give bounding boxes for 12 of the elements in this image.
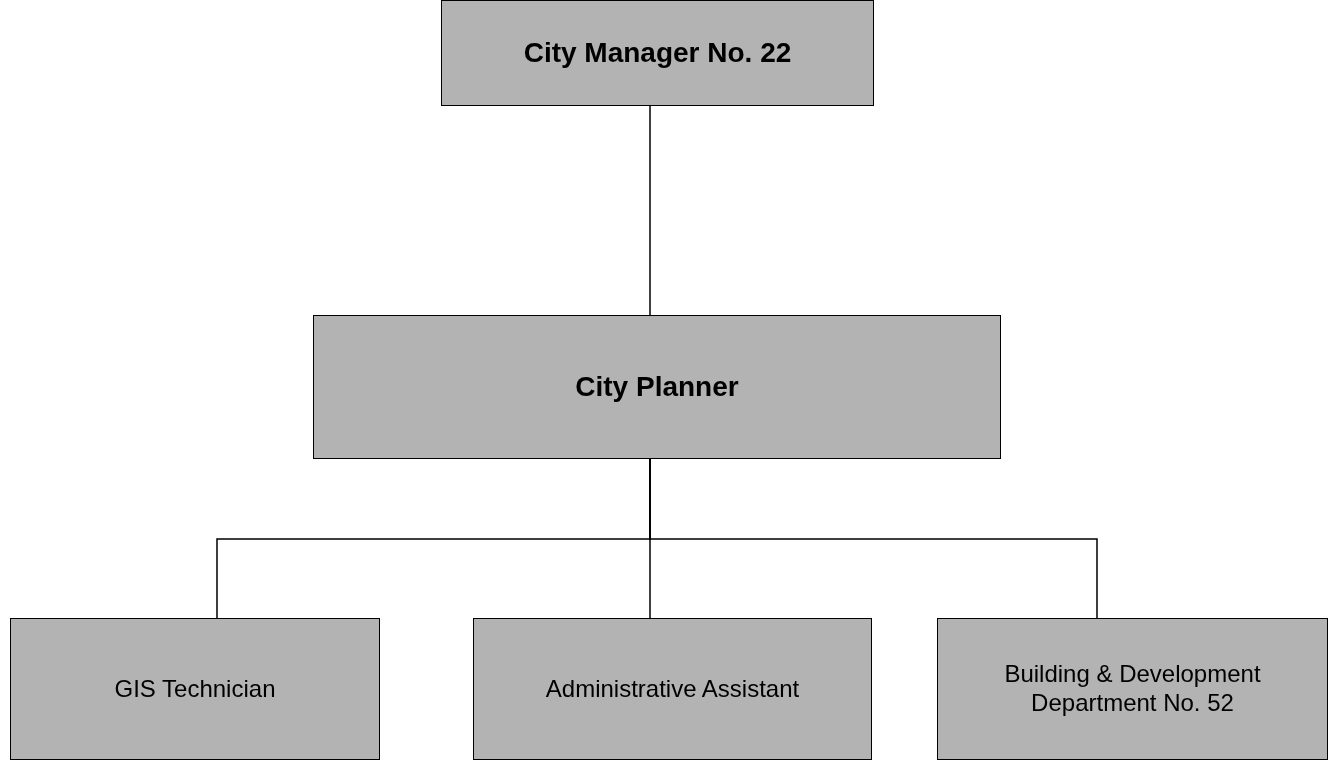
position-box bbox=[313, 315, 1001, 459]
position-title: City Planner bbox=[575, 370, 739, 404]
connector-line bbox=[649, 458, 1098, 619]
position-box bbox=[473, 618, 872, 760]
position-title: Administrative Assistant bbox=[545, 674, 800, 704]
position-title: GIS Technician bbox=[114, 674, 276, 704]
position-box bbox=[441, 0, 874, 106]
connector-line bbox=[649, 105, 651, 316]
position-box bbox=[937, 618, 1328, 760]
position-title: City Manager No. 22 bbox=[523, 36, 792, 70]
position-box bbox=[10, 618, 380, 760]
position-title: Building & Development Department No. 52 bbox=[1003, 660, 1262, 718]
